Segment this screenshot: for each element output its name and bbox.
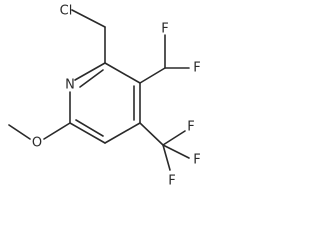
chloromethyl-group [71, 9, 106, 64]
fluorine-label-chf2-top: F [161, 22, 168, 37]
difluoromethyl-group [139, 34, 190, 84]
bond-cf3-f-right [162, 144, 190, 159]
bond-cf3-f-top [162, 130, 186, 146]
pyridine-ring [69, 62, 141, 144]
bond-ch2-cl [71, 9, 106, 28]
fluorine-label-chf2-right: F [193, 61, 200, 76]
bond-n1-c2 [74, 62, 106, 81]
bond-c3-chf2 [139, 67, 166, 84]
methoxy-group [8, 122, 71, 140]
chlorine-label: Cl [60, 4, 73, 19]
oxygen-label: O [32, 136, 42, 151]
fluorine-label-cf3-right: F [193, 153, 200, 168]
bond-c4-c5 [104, 122, 141, 144]
bond-c2-c3 [104, 62, 141, 84]
atom-labels: Cl N F F O F F F [32, 4, 201, 189]
bond-n1-c2-double [79, 69, 104, 88]
bond-o-ch3 [8, 124, 31, 140]
molecule-structure: Cl N F F O F F F [8, 4, 201, 189]
bond-c5-c6-double [75, 119, 104, 137]
fluorine-label-cf3-bottom: F [168, 174, 175, 189]
bond-c4-cf3 [139, 122, 164, 146]
fluorine-label-cf3-top: F [187, 120, 194, 135]
bond-c6-o [43, 122, 71, 140]
bond-c5-c6 [69, 122, 106, 144]
trifluoromethyl-group [139, 122, 190, 171]
nitrogen-label: N [65, 78, 75, 93]
bond-cf3-f-bottom [162, 144, 171, 171]
